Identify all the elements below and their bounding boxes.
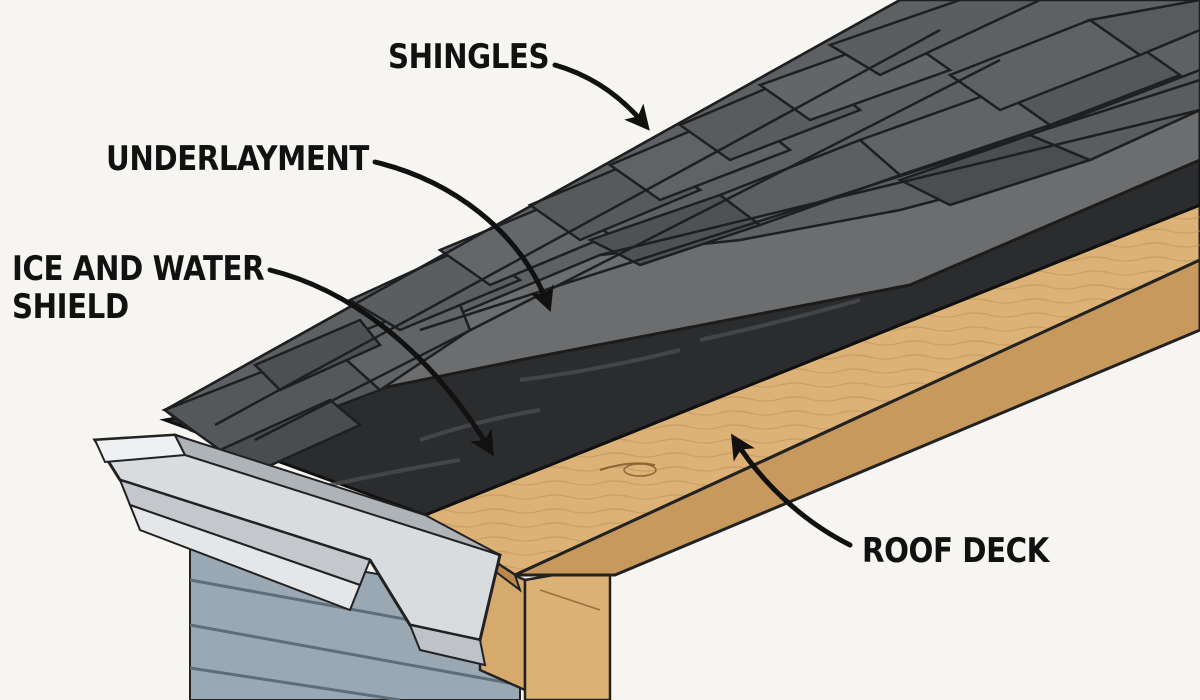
shingle-layer (162, 0, 1200, 472)
arrow-shingles (552, 62, 650, 131)
label-ice-water-shield-line2: SHIELD (12, 287, 129, 327)
arrow-roof-deck (731, 433, 853, 548)
arrow-ice-water-shield (267, 267, 494, 457)
gutter (92, 433, 502, 667)
label-underlayment: UNDERLAYMENT (106, 139, 369, 179)
leader-arrows (267, 62, 853, 548)
label-ice-water-shield: ICE AND WATER SHIELD (12, 249, 265, 327)
label-ice-water-shield-line1: ICE AND WATER (12, 249, 265, 289)
arrow-underlayment (372, 159, 554, 313)
label-shingles: SHINGLES (388, 37, 550, 77)
fascia-board (478, 558, 612, 700)
label-roof-deck: ROOF DECK (862, 531, 1049, 571)
